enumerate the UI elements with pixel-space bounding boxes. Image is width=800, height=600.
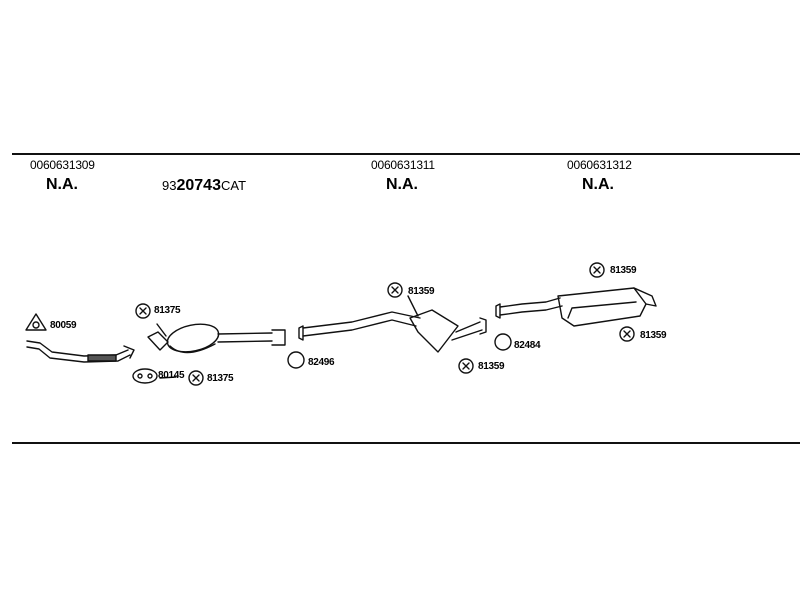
- catalytic-converter: [147, 323, 286, 354]
- part-code: 82484: [514, 340, 541, 351]
- status-1: N.A.: [46, 176, 78, 193]
- hanger-icon: [135, 303, 151, 319]
- part-code: 80145: [158, 370, 185, 381]
- front-pipe: [26, 340, 135, 363]
- part-code: 81359: [478, 361, 505, 372]
- part-code: 80059: [50, 320, 77, 331]
- ring-gasket-icon: [287, 351, 305, 369]
- hanger-icon: [589, 262, 605, 278]
- part-code: 81359: [408, 286, 435, 297]
- rear-silencer: [495, 287, 657, 327]
- leader-line: [407, 295, 419, 317]
- catalyst-suffix: CAT: [220, 178, 247, 193]
- hanger-icon: [188, 370, 204, 386]
- hanger-icon: [387, 282, 403, 298]
- catalyst-number: 20743: [176, 177, 221, 194]
- part-code: 81375: [154, 305, 181, 316]
- part-code: 81375: [207, 373, 234, 384]
- part-number-3: 0060631312: [567, 158, 632, 172]
- leader-line: [159, 376, 177, 379]
- oval-flange-icon: [132, 368, 158, 384]
- bottom-divider: [12, 442, 800, 444]
- status-3: N.A.: [582, 176, 614, 193]
- part-code: 82496: [308, 357, 335, 368]
- catalyst-prefix: 93: [162, 178, 177, 193]
- part-code: 81359: [610, 265, 637, 276]
- top-divider: [12, 153, 800, 155]
- triangle-gasket-icon: [25, 313, 47, 331]
- part-code: 81359: [640, 330, 667, 341]
- hanger-icon: [619, 326, 635, 342]
- hanger-icon: [458, 358, 474, 374]
- catalyst-label: 9320743CAT: [162, 177, 246, 195]
- ring-gasket-icon: [494, 333, 512, 351]
- leader-line: [156, 323, 167, 337]
- centre-pipe: [298, 309, 487, 353]
- part-number-2: 0060631311: [371, 158, 435, 172]
- status-2: N.A.: [386, 176, 418, 193]
- part-number-1: 0060631309: [30, 158, 95, 172]
